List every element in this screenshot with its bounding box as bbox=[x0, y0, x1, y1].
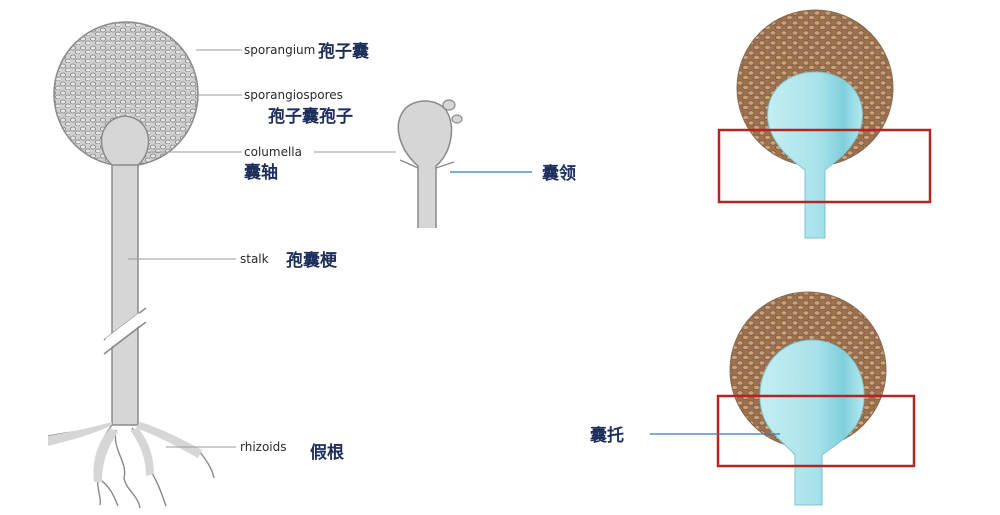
sporangium-label-zh: 孢子囊 bbox=[318, 41, 369, 62]
columella-blue-bottom bbox=[759, 339, 865, 506]
columella-detail-shape bbox=[397, 100, 453, 228]
break-mark bbox=[103, 321, 147, 355]
columella-shape bbox=[100, 115, 150, 166]
rhizoids-label-en: rhizoids bbox=[240, 440, 287, 454]
collar-detail bbox=[397, 99, 532, 228]
sporangiospores-label-zh: 孢子囊孢子 bbox=[268, 106, 353, 127]
columella-blue-top bbox=[767, 71, 863, 239]
sporangium-label-en: sporangium bbox=[244, 43, 315, 57]
spore-remnant bbox=[451, 114, 463, 124]
main-sporangiophore bbox=[47, 21, 215, 509]
columella-label-zh: 囊轴 bbox=[243, 162, 278, 183]
sporangium-colored-bottom bbox=[650, 291, 916, 506]
sporangiospores-label-en: sporangiospores bbox=[244, 88, 343, 102]
collar-label-zh: 囊领 bbox=[541, 163, 576, 184]
highlight-box-bottom bbox=[716, 394, 916, 468]
columella-label-en: columella bbox=[244, 145, 302, 159]
stalk-shape bbox=[111, 149, 139, 426]
spore-remnant bbox=[442, 99, 456, 111]
collar-shape bbox=[399, 159, 455, 169]
rhizoids-label-zh: 假根 bbox=[310, 442, 344, 463]
stalk-label-zh: 孢囊梗 bbox=[286, 250, 338, 271]
sporangium-colored-top bbox=[717, 9, 932, 239]
stalk-label-en: stalk bbox=[240, 252, 269, 266]
apophysis-label-zh: 囊托 bbox=[589, 425, 624, 446]
highlight-box-top bbox=[717, 128, 932, 204]
